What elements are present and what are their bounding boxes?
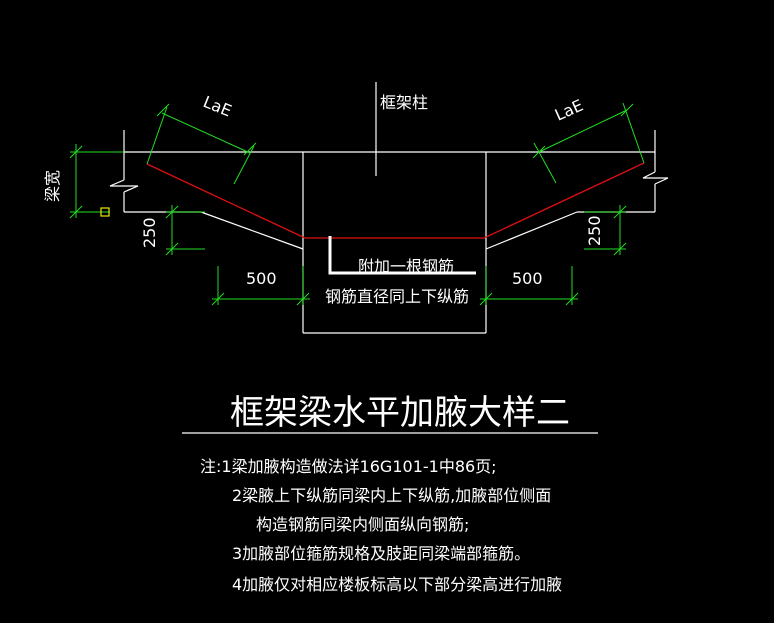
beam-width-label: 梁宽 (43, 170, 62, 202)
dimension-lines (69, 102, 645, 306)
note-line-5: 4加腋仅对相应楼板标高以下部分梁高进行加腋 (232, 575, 562, 594)
extra-bar-label: 附加一根钢筋 (358, 257, 454, 276)
column-label: 框架柱 (380, 93, 428, 112)
additional-bar (328, 236, 476, 275)
dim-500-left: 500 (246, 269, 277, 288)
lae-left-label: LaE (201, 92, 235, 120)
dim-250-right: 250 (585, 215, 604, 246)
drawing-title: 框架梁水平加腋大样二 (230, 393, 570, 433)
selection-marker (100, 207, 110, 217)
dim-250-left: 250 (140, 217, 159, 248)
note-line-3: 构造钢筋同梁内侧面纵向钢筋; (256, 515, 469, 534)
lae-right-label: LaE (552, 96, 586, 125)
note-line-2: 2梁腋上下纵筋同梁内上下纵筋,加腋部位侧面 (232, 486, 551, 505)
note-line-4: 3加腋部位箍筋规格及肢距同梁端部箍筋。 (232, 544, 530, 563)
note-line-1: 注:1梁加腋构造做法详16G101-1中86页; (200, 457, 497, 476)
bar-diameter-label: 钢筋直径同上下纵筋 (325, 287, 469, 306)
dim-500-right: 500 (512, 269, 543, 288)
haunch-rebar (146, 162, 645, 239)
